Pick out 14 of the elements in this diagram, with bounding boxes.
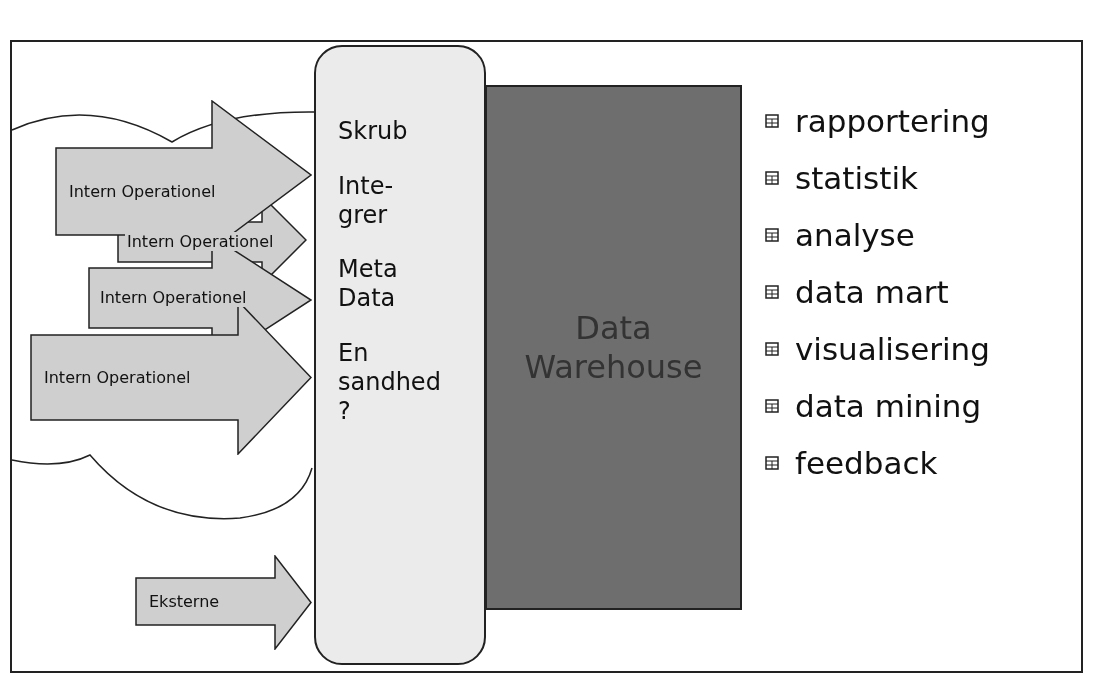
step-text: En sandhed ? xyxy=(338,339,441,426)
list-item: analyse xyxy=(795,217,915,253)
list-item: rapportering xyxy=(795,103,990,139)
list-item: statistik xyxy=(795,160,918,196)
list-item: data mart xyxy=(795,274,949,310)
warehouse-box xyxy=(485,85,742,610)
step-text: Skrub xyxy=(338,117,408,146)
warehouse-label: Data Warehouse xyxy=(523,309,704,386)
list-item: data mining xyxy=(795,388,982,424)
process-box xyxy=(314,45,486,665)
list-item: visualisering xyxy=(795,331,990,367)
step-text: Meta Data xyxy=(338,255,398,313)
step-text: Inte- grer xyxy=(338,171,394,230)
list-item: feedback xyxy=(795,445,938,481)
